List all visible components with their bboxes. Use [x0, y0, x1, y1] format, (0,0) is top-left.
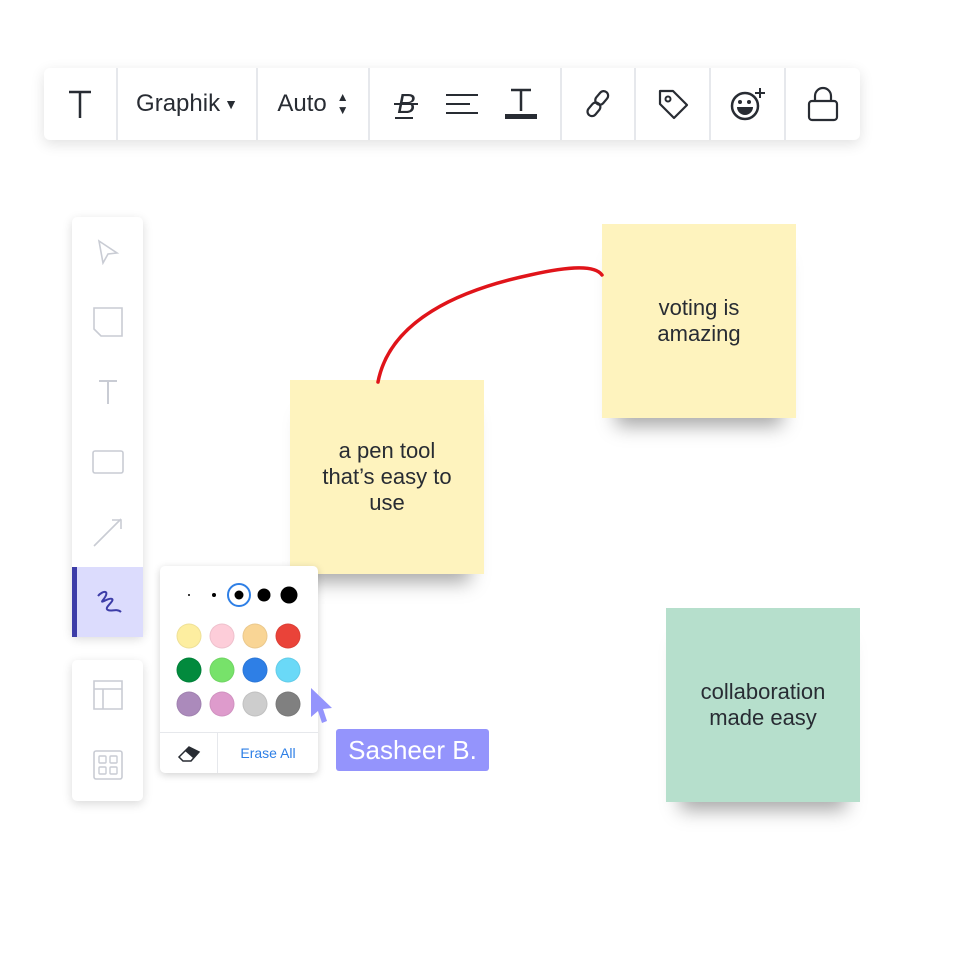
font-size-stepper[interactable]: Auto ▲▼ [258, 68, 370, 140]
sticky-note[interactable]: a pen tool that’s easy to use [290, 380, 484, 574]
align-icon[interactable] [444, 92, 480, 116]
tag-button[interactable] [636, 68, 711, 140]
text-tool-button[interactable] [44, 68, 118, 140]
color-swatch[interactable] [275, 623, 301, 649]
font-size-value: Auto [277, 90, 327, 117]
rectangle-icon [91, 450, 124, 474]
chevron-down-icon: ▼ [224, 96, 238, 112]
templates-tool[interactable] [72, 730, 143, 800]
color-swatch[interactable] [209, 691, 235, 717]
pen-options-popover: Erase All [160, 566, 318, 773]
tool-sidebar [72, 217, 143, 637]
text-icon [69, 90, 91, 118]
color-swatch[interactable] [242, 691, 268, 717]
color-swatch[interactable] [209, 657, 235, 683]
size-option-l[interactable] [257, 588, 271, 602]
color-swatch[interactable] [242, 657, 268, 683]
link-icon [586, 90, 610, 118]
color-swatch[interactable] [176, 623, 202, 649]
sticky-note[interactable]: collaboration made easy [666, 608, 860, 802]
extra-sidebar [72, 660, 143, 801]
eraser-button[interactable] [160, 732, 217, 773]
color-swatch[interactable] [209, 623, 235, 649]
text-icon [98, 380, 117, 404]
erase-all-button[interactable]: Erase All [240, 744, 296, 761]
pen-tool[interactable] [72, 567, 143, 637]
sticky-note-text: collaboration made easy [700, 679, 826, 730]
layout-icon [92, 680, 123, 710]
color-swatch[interactable] [242, 623, 268, 649]
text-style-group: B [370, 68, 562, 140]
select-tool[interactable] [72, 217, 143, 287]
eraser-icon [177, 745, 200, 762]
collaborator-cursor-icon [311, 688, 332, 723]
tag-icon [658, 89, 688, 120]
sticky-note-icon [92, 307, 123, 337]
lock-icon [807, 86, 839, 122]
sticky-note-tool[interactable] [72, 287, 143, 357]
lock-button[interactable] [786, 68, 860, 140]
size-option-m-selected[interactable] [227, 583, 251, 607]
pen-scribble-icon [97, 590, 122, 613]
font-dropdown[interactable]: Graphik▼ [118, 68, 258, 140]
color-swatch[interactable] [176, 691, 202, 717]
size-option-xs[interactable] [188, 594, 190, 596]
collaborator-name-label: Sasheer B. [336, 729, 489, 771]
link-button[interactable] [562, 68, 636, 140]
shape-tool[interactable] [72, 427, 143, 497]
pointer-icon [97, 239, 119, 265]
size-option-xl[interactable] [280, 586, 298, 604]
color-swatch[interactable] [275, 691, 301, 717]
sticky-note-text: voting is amazing [657, 295, 741, 346]
add-reaction-button[interactable] [711, 68, 786, 140]
color-swatch[interactable] [176, 657, 202, 683]
font-name: Graphik [136, 90, 221, 117]
arrow-icon [92, 518, 122, 547]
emoji-add-icon [730, 88, 765, 121]
bold-strikethrough-icon[interactable]: B [391, 88, 421, 120]
text-color-icon[interactable] [503, 87, 539, 121]
layout-tool[interactable] [72, 660, 143, 730]
grid-icon [92, 750, 123, 780]
sticky-note-text: a pen tool that’s easy to use [322, 438, 452, 515]
text-format-toolbar: Graphik▼ Auto ▲▼ B [44, 68, 860, 140]
sticky-note[interactable]: voting is amazing [602, 224, 796, 418]
line-tool[interactable] [72, 497, 143, 567]
text-tool[interactable] [72, 357, 143, 427]
stepper-arrows-icon: ▲▼ [336, 90, 349, 117]
size-option-s[interactable] [212, 593, 216, 597]
color-swatch[interactable] [275, 657, 301, 683]
